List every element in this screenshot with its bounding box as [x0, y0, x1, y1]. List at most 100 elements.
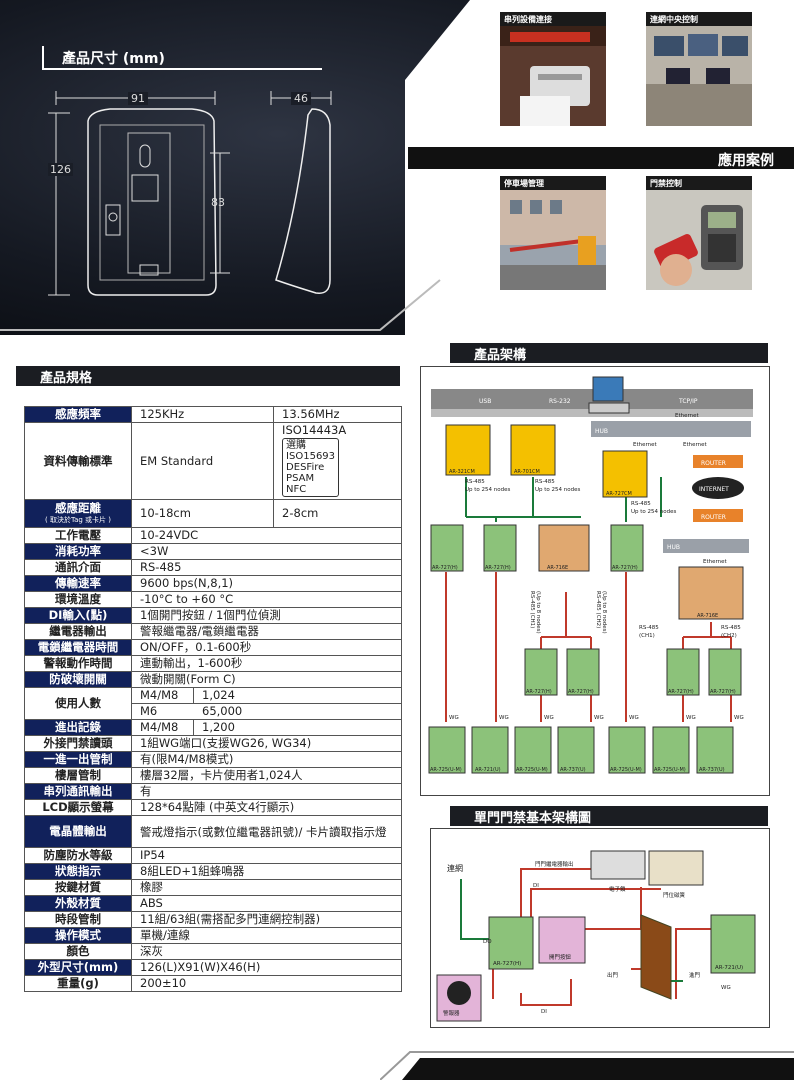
- svg-text:INTERNET: INTERNET: [699, 486, 729, 493]
- svg-text:門門繼電器輸出: 門門繼電器輸出: [535, 860, 574, 868]
- svg-text:Ethernet: Ethernet: [633, 442, 658, 448]
- svg-text:ROUTER: ROUTER: [701, 514, 726, 521]
- svg-text:WG: WG: [449, 715, 459, 721]
- architecture-heading: 產品架構: [450, 343, 768, 363]
- svg-text:AR-727(H): AR-727(H): [568, 689, 594, 695]
- svg-text:DI: DI: [541, 1009, 547, 1015]
- svg-text:AR-716E: AR-716E: [547, 565, 568, 571]
- architecture-diagram: USB RS-232 TCP/IP HUB HUB ROUTER ROUTER …: [420, 366, 770, 796]
- case-access: 門禁控制: [646, 176, 752, 294]
- svg-text:連網: 連網: [447, 863, 463, 873]
- inner-height-label: 83: [211, 196, 225, 209]
- table-row: 環境溫度-10°C to +60 °C: [24, 591, 402, 608]
- svg-text:警報器: 警報器: [443, 1009, 460, 1017]
- svg-text:WG: WG: [499, 715, 509, 721]
- svg-text:Ethernet: Ethernet: [703, 559, 728, 565]
- door-heading: 單門門禁基本架構圖: [450, 806, 768, 826]
- table-row: 一進一出管制有(限M4/M8模式): [24, 751, 402, 768]
- spec-heading: 產品規格: [16, 366, 400, 386]
- svg-text:AR-725(U-M): AR-725(U-M): [610, 767, 642, 773]
- svg-text:AR-737(U): AR-737(U): [560, 767, 586, 773]
- svg-text:AR-727(H): AR-727(H): [432, 565, 458, 571]
- svg-text:WG: WG: [721, 985, 731, 991]
- svg-text:開門按鈕: 開門按鈕: [549, 953, 572, 961]
- svg-text:AR-727(H): AR-727(H): [668, 689, 694, 695]
- svg-text:AR-727(H): AR-727(H): [493, 961, 521, 967]
- svg-text:RS-485 (CH1): RS-485 (CH1): [529, 591, 535, 628]
- door-svg: 連網 門門繼電器輸出 DI DO DI 電子鎖 門位磁簧 開門按鈕 AR-727…: [436, 850, 756, 1022]
- height-label: 126: [48, 163, 73, 176]
- table-row: 操作模式單機/連線: [24, 927, 402, 944]
- svg-text:AR-727CM: AR-727CM: [606, 491, 632, 497]
- svg-text:RS-232: RS-232: [549, 398, 571, 405]
- svg-text:(Up to 8 nodes): (Up to 8 nodes): [535, 591, 541, 634]
- svg-text:TCP/IP: TCP/IP: [678, 398, 698, 405]
- svg-text:RS-485: RS-485: [535, 479, 555, 485]
- footer-band: [380, 1051, 794, 1080]
- architecture-svg: USB RS-232 TCP/IP HUB HUB ROUTER ROUTER …: [428, 376, 753, 774]
- svg-text:WG: WG: [686, 715, 696, 721]
- svg-text:RS-485: RS-485: [465, 479, 485, 485]
- case-parking: 停車場管理: [500, 176, 606, 294]
- table-row: 串列通訊輸出有: [24, 783, 402, 800]
- access-photo: [646, 190, 752, 290]
- table-row: 按鍵材質橡膠: [24, 879, 402, 896]
- svg-text:HUB: HUB: [595, 428, 608, 435]
- svg-text:RS-485: RS-485: [721, 625, 741, 631]
- svg-text:RS-485: RS-485: [631, 501, 651, 507]
- case-network: 連網中央控制: [646, 12, 752, 130]
- svg-text:AR-321CM: AR-321CM: [449, 469, 475, 475]
- table-row: 重量(g)200±10: [24, 975, 402, 992]
- door-diagram: 連網 門門繼電器輸出 DI DO DI 電子鎖 門位磁簧 開門按鈕 AR-727…: [430, 828, 770, 1028]
- svg-text:ROUTER: ROUTER: [701, 460, 726, 467]
- svg-text:AR-727(H): AR-727(H): [710, 689, 736, 695]
- svg-text:Up to 254 nodes: Up to 254 nodes: [465, 487, 511, 493]
- depth-label: 46: [291, 92, 311, 105]
- svg-text:Ethernet: Ethernet: [683, 442, 708, 448]
- svg-text:AR-725(U-M): AR-725(U-M): [516, 767, 548, 773]
- width-label: 91: [128, 92, 148, 105]
- svg-text:WG: WG: [629, 715, 639, 721]
- svg-text:AR-727(H): AR-727(H): [485, 565, 511, 571]
- table-row: 電晶體輸出警戒燈指示(或數位繼電器訊號)/ 卡片讀取指示燈: [24, 815, 402, 848]
- svg-text:WG: WG: [734, 715, 744, 721]
- svg-text:Ethernet: Ethernet: [675, 413, 700, 419]
- table-row: 感應距離 ( 取決於Tag 或卡片 ) 10-18cm 2-8cm: [24, 499, 402, 528]
- svg-text:AR-725(U-M): AR-725(U-M): [430, 767, 462, 773]
- table-row: 資料傳輸標準 EM Standard ISO14443A 選購 ISO15693…: [24, 422, 402, 500]
- case-serial: 串列設備連接: [500, 12, 606, 130]
- svg-text:RS-485: RS-485: [639, 625, 659, 631]
- svg-text:(Up to 8 nodes): (Up to 8 nodes): [601, 591, 607, 634]
- svg-text:AR-701CM: AR-701CM: [514, 469, 540, 475]
- svg-text:AR-721(U): AR-721(U): [475, 767, 501, 773]
- table-row: 繼電器輸出警報繼電器/電鎖繼電器: [24, 623, 402, 640]
- svg-text:AR-727(H): AR-727(H): [526, 689, 552, 695]
- table-row: 顏色深灰: [24, 943, 402, 960]
- control-room-photo: [646, 26, 752, 126]
- table-row: DI輸入(點)1個開門按鈕 / 1個門位偵測: [24, 607, 402, 624]
- svg-text:WG: WG: [594, 715, 604, 721]
- table-row: 感應頻率 125KHz 13.56MHz: [24, 406, 402, 423]
- svg-text:Up to 254 nodes: Up to 254 nodes: [535, 487, 581, 493]
- applications-bar: 應用案例: [408, 147, 794, 169]
- spec-table: 感應頻率 125KHz 13.56MHz 資料傳輸標準 EM Standard …: [24, 406, 402, 992]
- svg-text:電子鎖: 電子鎖: [609, 885, 626, 893]
- svg-text:Up to 254 nodes: Up to 254 nodes: [631, 509, 677, 515]
- table-row: 樓層管制樓層32層，卡片使用者1,024人: [24, 767, 402, 784]
- svg-text:AR-721(U): AR-721(U): [715, 965, 743, 971]
- svg-text:AR-716E: AR-716E: [697, 613, 718, 619]
- table-row: 警報動作時間連動輸出，1-600秒: [24, 655, 402, 672]
- svg-text:WG: WG: [544, 715, 554, 721]
